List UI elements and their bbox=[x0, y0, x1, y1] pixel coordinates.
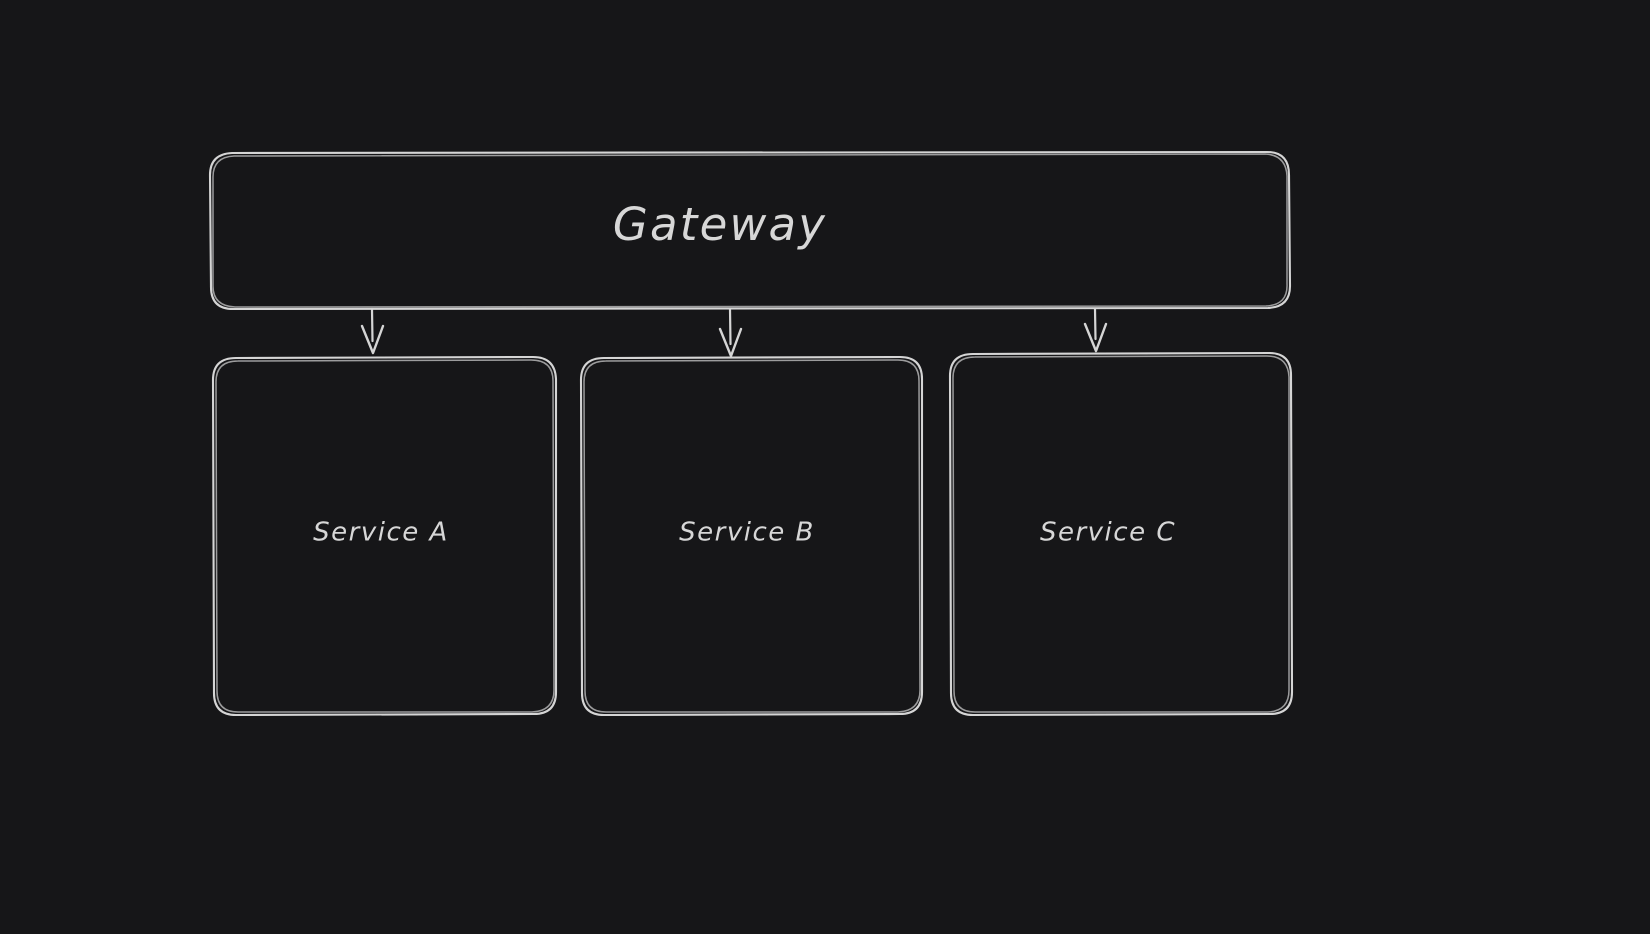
node-gateway[interactable]: Gateway bbox=[208, 150, 1292, 311]
service-a-label: Service A bbox=[313, 518, 449, 548]
service-b-outline bbox=[579, 355, 924, 717]
gateway-outline bbox=[208, 150, 1292, 311]
node-service-a[interactable]: Service A bbox=[211, 355, 558, 717]
service-a-outline bbox=[211, 355, 558, 717]
edge-line-c bbox=[1093, 307, 1097, 341]
arrowhead-c bbox=[1083, 322, 1108, 353]
arrowhead-b bbox=[718, 327, 743, 358]
service-c-label: Service C bbox=[1040, 518, 1176, 548]
service-c-outline-roughpass bbox=[952, 355, 1290, 713]
node-service-b[interactable]: Service B bbox=[579, 355, 924, 717]
gateway-outline-roughpass bbox=[212, 153, 1288, 308]
arrowhead-a bbox=[360, 324, 385, 355]
edge-line-a bbox=[370, 307, 374, 343]
service-b-label: Service B bbox=[679, 518, 815, 548]
edge-gateway-service-b bbox=[718, 307, 743, 358]
node-service-c[interactable]: Service C bbox=[948, 351, 1294, 717]
edge-gateway-service-a bbox=[360, 307, 385, 355]
service-c-outline bbox=[948, 351, 1294, 717]
service-a-outline-roughpass bbox=[215, 359, 555, 713]
gateway-label: Gateway bbox=[613, 198, 827, 251]
edge-line-b bbox=[728, 307, 732, 346]
edge-gateway-service-c bbox=[1083, 307, 1108, 353]
service-b-outline-roughpass bbox=[583, 359, 921, 713]
